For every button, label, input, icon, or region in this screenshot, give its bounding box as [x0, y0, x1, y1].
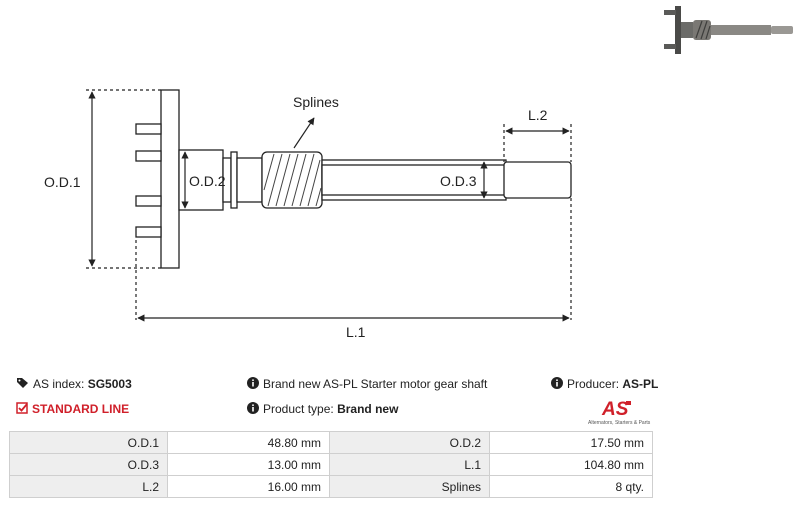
standard-line: STANDARD LINE [16, 402, 129, 417]
od2-label: O.D.2 [189, 173, 226, 189]
l2-label: L.2 [528, 107, 548, 123]
product-type-label: Product type: [263, 402, 334, 416]
as-pl-logo: AS Alternators, Starters & Parts [588, 398, 660, 426]
svg-text:AS: AS [601, 399, 629, 420]
od1-label: O.D.1 [44, 174, 81, 190]
standard-line-label: STANDARD LINE [32, 402, 130, 416]
spec-label: L.1 [329, 453, 490, 476]
as-index: AS index: SG5003 [16, 377, 132, 392]
info-icon [551, 377, 563, 392]
spec-label: L.2 [9, 475, 168, 498]
producer-value: AS-PL [622, 377, 659, 391]
description-text: Brand new AS-PL Starter motor gear shaft [263, 377, 488, 391]
info-icon [247, 377, 259, 392]
producer: Producer: AS-PL [551, 377, 658, 392]
tag-icon [16, 377, 29, 392]
spline-teeth [263, 153, 322, 207]
technical-drawing: O.D.1 O.D.2 O.D.3 L.1 L.2 Splines [44, 89, 572, 340]
dimension-lines [86, 89, 572, 322]
spec-value: 17.50 mm [489, 431, 653, 454]
table-row: L.2 16.00 mm Splines 8 qty. [9, 475, 653, 498]
spec-value: 13.00 mm [167, 453, 330, 476]
spec-label: O.D.2 [329, 431, 490, 454]
product-photo [664, 6, 793, 54]
info-icon [247, 402, 259, 417]
spec-value: 104.80 mm [489, 453, 653, 476]
product-type: Product type: Brand new [247, 402, 398, 417]
product-type-value: Brand new [337, 402, 399, 416]
spec-label: O.D.1 [9, 431, 168, 454]
specs-table: O.D.1 48.80 mm O.D.2 17.50 mm O.D.3 13.0… [9, 431, 653, 498]
spec-value: 16.00 mm [167, 475, 330, 498]
table-row: O.D.1 48.80 mm O.D.2 17.50 mm [9, 431, 653, 454]
table-row: O.D.3 13.00 mm L.1 104.80 mm [9, 453, 653, 476]
od3-label: O.D.3 [440, 173, 477, 189]
splines-label: Splines [293, 94, 339, 110]
spec-value: 48.80 mm [167, 431, 330, 454]
as-index-label: AS index: [33, 377, 85, 391]
spec-label: Splines [329, 475, 490, 498]
spec-value: 8 qty. [489, 475, 653, 498]
producer-label: Producer: [567, 377, 620, 391]
checkbox-icon [16, 402, 28, 417]
spec-label: O.D.3 [9, 453, 168, 476]
as-index-value: SG5003 [87, 377, 132, 391]
description: Brand new AS-PL Starter motor gear shaft [247, 377, 487, 392]
svg-text:Alternators, Starters & Parts: Alternators, Starters & Parts [588, 420, 651, 426]
l1-label: L.1 [346, 324, 366, 340]
